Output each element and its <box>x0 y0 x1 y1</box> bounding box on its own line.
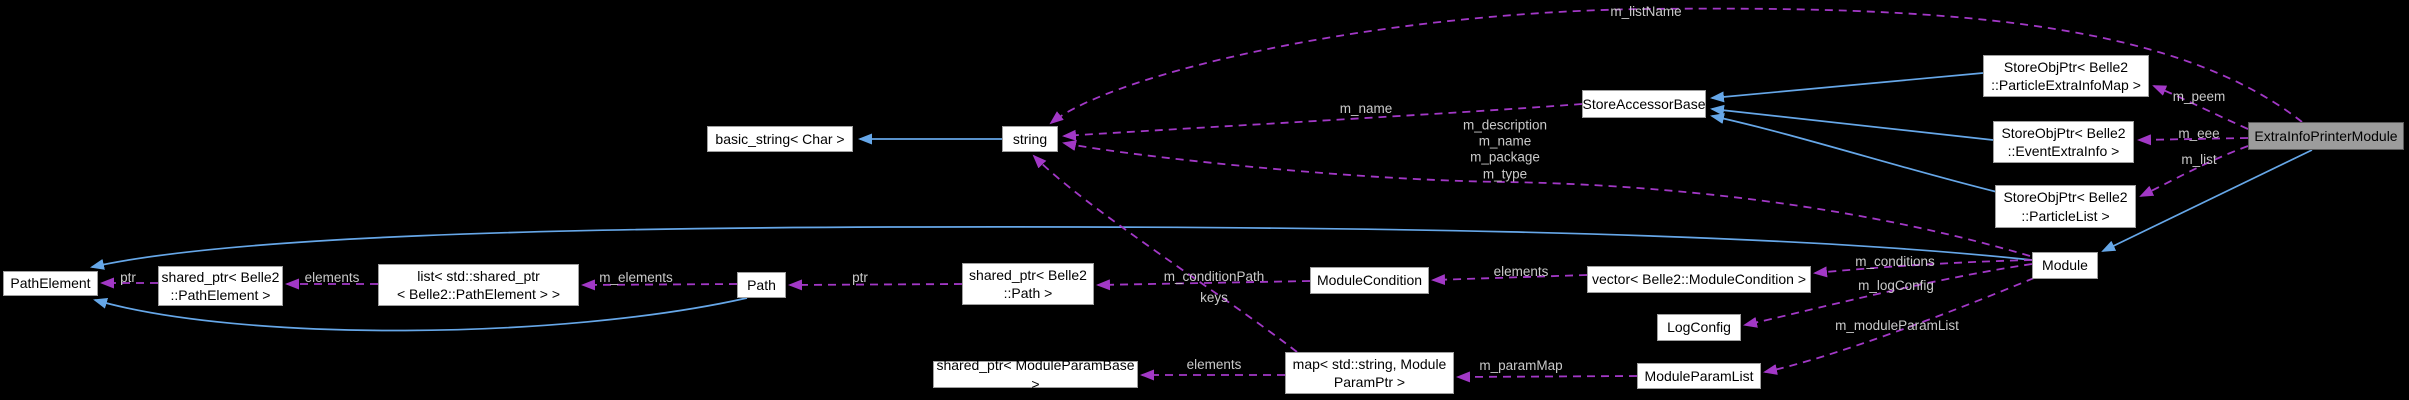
edge-elements-conditions <box>1431 274 1588 286</box>
edge-m-conditions <box>1813 259 2033 278</box>
edge-label-m-listname: m_listName <box>1610 3 1682 19</box>
node-module[interactable]: Module <box>2032 252 2098 279</box>
node-module-param-list[interactable]: ModuleParamList <box>1637 363 1761 389</box>
node-shared-ptr-pathelement[interactable]: shared_ptr< Belle2 ::PathElement > <box>158 266 283 306</box>
edge-m-list <box>2139 145 2249 197</box>
node-map-string-moduleparamptr[interactable]: map< std::string, Module ParamPtr > <box>1285 352 1454 394</box>
edge-label-elements-params: elements <box>1186 356 1242 372</box>
node-vector-module-condition[interactable]: vector< Belle2::ModuleCondition > <box>1587 266 1811 293</box>
edge-label-m-conditions: m_conditions <box>1855 253 1935 269</box>
edge-m-name <box>1062 103 1583 141</box>
edge-label-m-moduleparamlist: m_moduleParamList <box>1835 317 1959 333</box>
edge-label-ptr-pathelement: ptr <box>120 269 136 285</box>
node-string[interactable]: string <box>1002 126 1058 152</box>
edge-label-m-peem: m_peem <box>2172 88 2226 104</box>
edge-m-conditionpath <box>1096 279 1311 291</box>
node-list-shared-ptr-pathelement[interactable]: list< std::shared_ptr < Belle2::PathElem… <box>378 264 579 306</box>
edge-inherit-extrainfoprintermodule-module <box>2101 149 2313 252</box>
node-shared-ptr-path[interactable]: shared_ptr< Belle2 ::Path > <box>962 263 1094 305</box>
edge-module-strings <box>1062 140 2031 257</box>
edge-inherit-path-pathelement <box>93 297 748 332</box>
edge-label-keys: keys <box>1200 289 1228 305</box>
node-log-config[interactable]: LogConfig <box>1657 314 1741 341</box>
node-store-accessor-base[interactable]: StoreAccessorBase <box>1582 90 1706 118</box>
node-storeobjptr-eventextrainfo[interactable]: StoreObjPtr< Belle2 ::EventExtraInfo > <box>1993 121 2134 163</box>
edge-m-moduleparamlist <box>1763 277 2035 375</box>
node-path[interactable]: Path <box>737 272 786 298</box>
node-shared-ptr-moduleparambase[interactable]: shared_ptr< ModuleParamBase > <box>933 357 1138 392</box>
edge-label-elements-conditions: elements <box>1493 263 1549 279</box>
node-module-condition[interactable]: ModuleCondition <box>1310 267 1429 294</box>
edge-label-m-eee: m_eee <box>2178 125 2220 141</box>
edge-m-eee <box>2137 134 2249 146</box>
edge-ptr-path <box>788 279 963 291</box>
edge-m-elements <box>581 279 738 291</box>
edge-label-m-name: m_name <box>1339 100 1393 116</box>
edge-m-listname <box>1049 7 2303 125</box>
edge-m-parammap <box>1456 371 1638 383</box>
edge-inherit-module-pathelement <box>90 226 2033 270</box>
node-storeobjptr-particlelist[interactable]: StoreObjPtr< Belle2 ::ParticleList > <box>1995 185 2136 228</box>
edge-label-elements-pathelements: elements <box>304 269 360 285</box>
edge-inherit-particlelist-storeaccessorbase <box>1710 113 1998 193</box>
edge-inherit-particleextrainfomap-storeaccessorbase <box>1710 72 1984 103</box>
edge-label-m-parammap: m_paramMap <box>1479 357 1563 373</box>
edge-m-logconfig <box>1743 263 2033 328</box>
edge-inherit-eventextrainfo-storeaccessorbase <box>1710 104 1994 141</box>
node-storeobjptr-particleextrainfomap[interactable]: StoreObjPtr< Belle2 ::ParticleExtraInfoM… <box>1983 55 2149 97</box>
edge-label-module-strings: m_description m_name m_package m_type <box>1462 117 1548 182</box>
edge-label-m-elements: m_elements <box>599 269 673 285</box>
node-path-element[interactable]: PathElement <box>3 271 98 296</box>
edge-label-ptr-path: ptr <box>852 269 868 285</box>
edge-keys <box>1032 154 1298 353</box>
node-extra-info-printer-module[interactable]: ExtraInfoPrinterModule <box>2248 122 2404 150</box>
edge-label-m-conditionpath: m_conditionPath <box>1163 268 1265 284</box>
edge-label-m-list: m_list <box>2181 151 2217 167</box>
node-basic-string-char[interactable]: basic_string< Char > <box>707 126 853 152</box>
edge-label-m-logconfig: m_logConfig <box>1858 277 1934 293</box>
